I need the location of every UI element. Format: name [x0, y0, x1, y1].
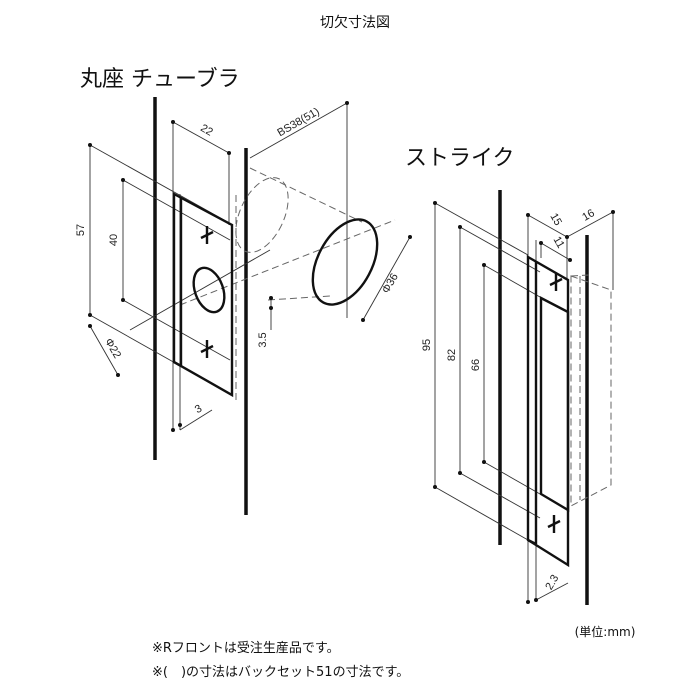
- dim-95: 95: [421, 339, 433, 351]
- dim-57: 57: [75, 224, 87, 236]
- strike-plate: [526, 254, 570, 568]
- latch-plate: [172, 191, 234, 398]
- latch-hole: [192, 266, 226, 314]
- strike-drawing: ストライク: [405, 146, 615, 605]
- tubular-heading: 丸座 チューブラ: [80, 67, 240, 92]
- dim-15: 15: [547, 211, 564, 228]
- bore-hole: [311, 218, 379, 306]
- dimension-lines: [434, 203, 614, 601]
- extension-lines: [89, 103, 348, 430]
- note-1: ※Rフロントは受注生産品です。: [152, 640, 340, 656]
- dim-2-3: 2.3: [543, 573, 561, 592]
- strike-box-pocket: [570, 274, 612, 507]
- screw-mark-icon: [200, 226, 214, 244]
- dim-backset: BS38(51): [275, 106, 321, 140]
- dim-bore-36: Φ36: [380, 271, 401, 295]
- tubular-latch-drawing: 丸座 チューブラ: [75, 67, 412, 515]
- dimension-lines: [89, 102, 411, 431]
- dim-3-5: 3.5: [257, 332, 269, 347]
- dim-11: 11: [551, 235, 567, 251]
- diagram-title: 切欠寸法図: [320, 15, 390, 31]
- strike-heading: ストライク: [405, 146, 515, 171]
- dim-82: 82: [446, 349, 458, 361]
- dim-3: 3: [193, 403, 204, 416]
- dim-hole-22: Φ22: [102, 336, 123, 360]
- screw-mark-icon: [549, 273, 563, 291]
- dim-16: 16: [580, 207, 597, 224]
- bore-cylinder: [179, 167, 396, 400]
- dim-22: 22: [198, 122, 215, 139]
- dim-40: 40: [108, 234, 120, 246]
- note-2: ※( )の寸法はバックセット51の寸法です。: [152, 665, 409, 680]
- screw-mark-icon: [200, 340, 214, 358]
- screw-mark-icon: [547, 515, 561, 533]
- unit-label: (単位:mm): [575, 624, 636, 639]
- dim-66: 66: [470, 359, 482, 371]
